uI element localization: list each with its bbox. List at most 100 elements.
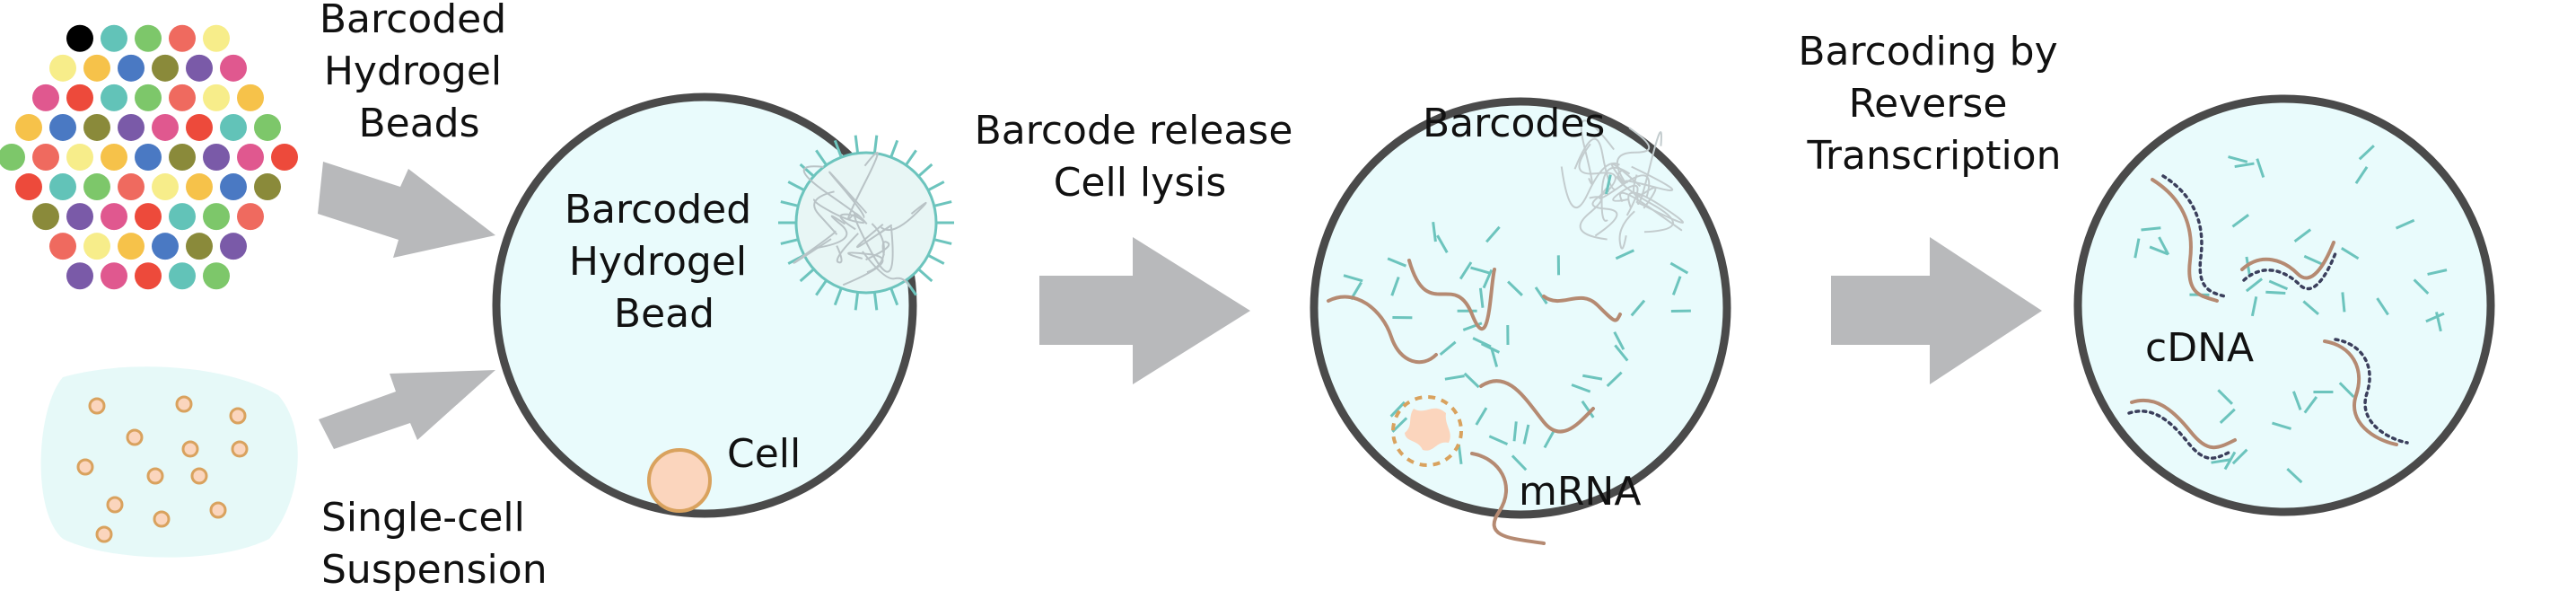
hydrogel-bead	[203, 84, 230, 111]
barcode-oligo	[1472, 337, 1492, 348]
hydrogel-bead	[101, 203, 127, 231]
droplet-cell-label: Cell	[727, 431, 801, 477]
gel-mesh-fiber	[813, 190, 838, 235]
hydrogel-bead	[135, 24, 162, 52]
barcode-oligo	[1470, 266, 1491, 275]
barcode-oligo	[2376, 297, 2389, 316]
hydrogel-bead	[152, 54, 179, 82]
hydrogel-bead	[66, 24, 93, 52]
hydrogel-bead	[220, 173, 247, 201]
barcode-oligo	[1614, 344, 1629, 362]
bead-cluster	[0, 24, 298, 290]
arrow-cells-to-droplet	[319, 370, 495, 449]
single-cell	[146, 467, 164, 485]
gel-mesh-fiber	[1578, 143, 1617, 196]
barcode-oligo	[2293, 228, 2312, 242]
hydrogel-bead	[15, 173, 42, 201]
gel-mesh-fiber	[1560, 163, 1620, 208]
hydrogel-bead	[118, 233, 145, 260]
hydrogel-bead	[203, 262, 230, 290]
barcode-oligo	[2291, 391, 2302, 410]
arrow-step-2	[1831, 237, 2042, 384]
mrna-strand	[1542, 295, 1622, 322]
hydrogel-bead	[169, 84, 196, 111]
bead-barcode-spike	[889, 139, 899, 158]
hydrogel-bead	[152, 113, 179, 141]
barcode-oligo	[1480, 342, 1501, 354]
mrna-strand	[1407, 259, 1496, 331]
cdna-label: cDNA	[2145, 325, 2254, 371]
single-cell	[231, 440, 249, 458]
droplet-bead-label: Barcoded Hydrogel Bead	[565, 187, 764, 337]
step1-label: Barcode release Cell lysis	[975, 108, 1306, 206]
barcode-oligo	[2158, 236, 2170, 256]
barcode-oligo	[2234, 162, 2255, 169]
single-cell	[88, 397, 106, 415]
barcode-oligo	[2256, 158, 2265, 179]
barcode-oligo	[2211, 458, 2231, 464]
free-barcodes	[1343, 174, 1691, 471]
cell-suspension	[40, 366, 298, 558]
gel-mesh-fiber	[1618, 191, 1683, 232]
barcode-oligo	[1387, 257, 1407, 268]
single-cell	[95, 525, 113, 543]
barcode-oligo	[1390, 276, 1400, 296]
hydrogel-bead	[118, 173, 145, 201]
single-cell	[181, 440, 199, 458]
gel-mesh-fiber	[828, 171, 868, 219]
barcode-oligo	[2149, 245, 2169, 256]
hydrogel-bead	[49, 233, 76, 260]
hydrogel-bead	[101, 84, 127, 111]
barcode-oligo	[2302, 300, 2319, 315]
hydrogel-bead	[186, 173, 213, 201]
hydrogel-bead	[83, 173, 110, 201]
hydrogel-bead	[237, 84, 264, 111]
bead-barcode-spike	[780, 238, 799, 245]
cdna-strand	[2242, 251, 2337, 291]
bead-barcode-spike	[905, 149, 917, 166]
bead-barcode-spike	[927, 253, 945, 265]
barcode-oligo	[2395, 218, 2415, 230]
gel-mesh-fiber	[1580, 119, 1615, 185]
droplet-3: cDNA	[2073, 94, 2495, 516]
gel-mesh-fiber	[1618, 210, 1635, 250]
single-cell	[175, 395, 193, 413]
hydrogel-bead	[15, 113, 42, 141]
hydrogel-bead	[169, 262, 196, 290]
barcode-oligo	[2134, 238, 2141, 259]
barcode-oligo	[1613, 330, 1625, 350]
barcodes-label: Barcodes	[1423, 101, 1605, 146]
barcode-oligo	[2272, 421, 2291, 430]
hydrogel-bead	[101, 144, 127, 171]
hydrogel-bead	[237, 203, 264, 231]
barcode-oligo	[1512, 421, 1518, 442]
cell-icon	[647, 448, 712, 513]
barcode-oligo	[2427, 269, 2448, 276]
barcode-oligo	[2141, 226, 2161, 232]
bead-barcode-spike	[854, 135, 860, 154]
barcode-oligo	[1482, 269, 1494, 289]
barcode-oligo	[2341, 292, 2346, 313]
bead-barcode-spike	[933, 238, 952, 245]
hydrogel-bead	[83, 233, 110, 260]
gel-mesh-fiber	[862, 251, 911, 288]
bead-barcode-spike	[780, 200, 799, 207]
barcode-oligo	[1630, 299, 1646, 317]
barcode-oligo	[2338, 382, 2355, 398]
hydrogel-bead	[32, 144, 59, 171]
barcode-oligo	[1490, 347, 1499, 367]
hydrogel-bead	[66, 84, 93, 111]
mrna-strands	[1327, 259, 1622, 545]
hydrogel-bead	[169, 144, 196, 171]
lysed-cell-icon	[1391, 395, 1463, 467]
bead-barcode-spike	[917, 268, 933, 283]
hydrogel-bead	[101, 262, 127, 290]
barcode-oligo	[1436, 234, 1449, 253]
barcode-oligo	[2231, 448, 2248, 465]
barcode-oligo	[2286, 467, 2303, 484]
barcode-oligo	[2303, 396, 2318, 414]
bead-barcode-spike	[833, 287, 843, 306]
hydrogel-bead	[0, 144, 25, 171]
hydrogel-bead	[83, 113, 110, 141]
hydrogel-bead	[220, 233, 247, 260]
